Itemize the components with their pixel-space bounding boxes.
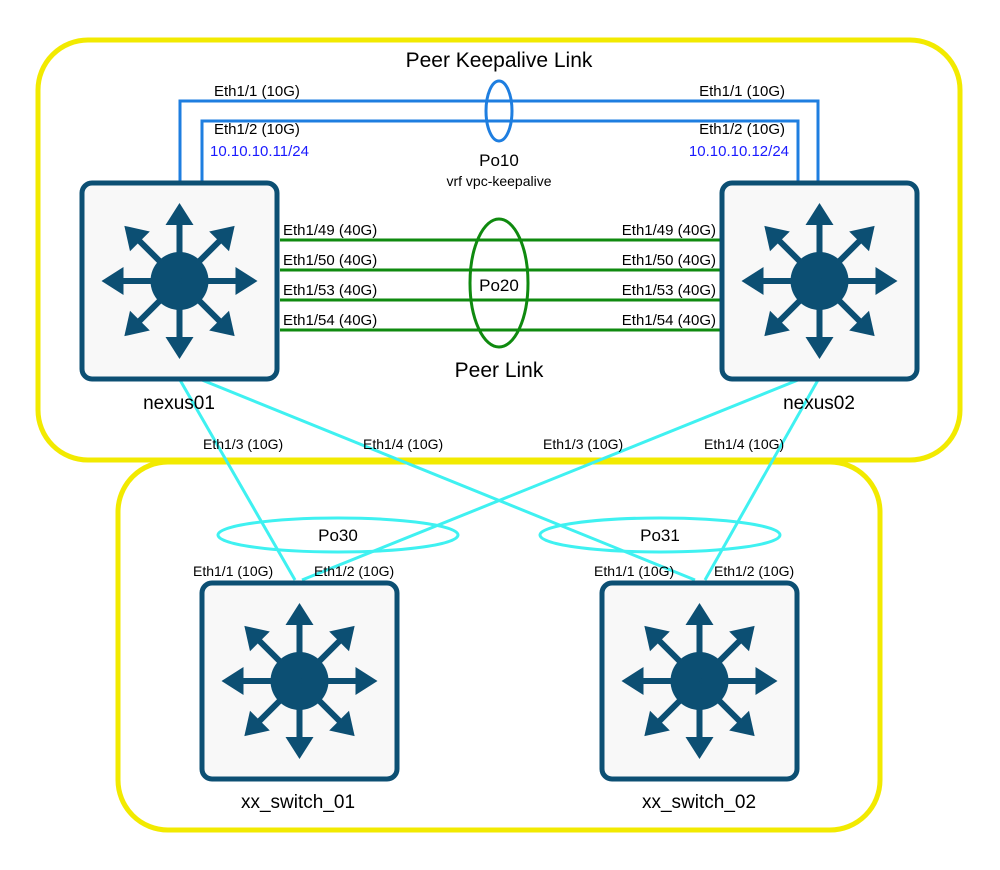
peer-right-port-3: Eth1/53 (40G) (622, 282, 716, 299)
keepalive-right-ip: 10.10.10.12/24 (689, 143, 789, 160)
switch-nexus02[interactable] (719, 180, 920, 382)
access-zone (115, 459, 883, 833)
nexus01-name: nexus01 (143, 393, 215, 414)
keepalive-right-port1: Eth1/1 (10G) (699, 83, 785, 100)
peer-left-port-3: Eth1/53 (40G) (283, 282, 377, 299)
keepalive-left-ip: 10.10.10.11/24 (210, 143, 309, 160)
po20-label: Po20 (479, 276, 519, 295)
switch-icon (102, 203, 258, 359)
switch-xx-switch-01[interactable] (199, 580, 400, 782)
po31-label: Po31 (640, 526, 680, 545)
a1-eth2-label: Eth1/2 (10G) (314, 563, 394, 579)
downlink-n1-a2 (201, 378, 696, 582)
po31-ellipse (538, 516, 782, 554)
n1-eth3-label: Eth1/3 (10G) (203, 436, 283, 452)
po20-ellipse (468, 217, 530, 349)
downlink-n2-a2 (703, 379, 820, 581)
switch-icon (742, 203, 898, 359)
peer-left-port-1: Eth1/49 (40G) (283, 222, 377, 239)
po30-label: Po30 (318, 526, 358, 545)
switch-icon (222, 603, 378, 759)
downlink-n1-a1 (178, 379, 297, 581)
peer-right-port-1: Eth1/49 (40G) (622, 222, 716, 239)
n1-eth4-label: Eth1/4 (10G) (363, 436, 443, 452)
keepalive-left-port2: Eth1/2 (10G) (214, 121, 300, 138)
po10-label: Po10 (479, 151, 519, 170)
nexus02-name: nexus02 (783, 393, 855, 414)
a2-eth1-label: Eth1/1 (10G) (594, 563, 674, 579)
switch-nexus01[interactable] (79, 180, 280, 382)
keepalive-title: Peer Keepalive Link (406, 49, 593, 72)
n2-eth4-label: Eth1/4 (10G) (704, 436, 784, 452)
downlink-n2-a1 (301, 378, 799, 582)
switch-icon (622, 603, 778, 759)
peer-link-title: Peer Link (455, 359, 544, 382)
peer-left-port-2: Eth1/50 (40G) (283, 252, 377, 269)
n2-eth3-label: Eth1/3 (10G) (543, 436, 623, 452)
vrf-label: vrf vpc-keepalive (446, 173, 551, 189)
a2-eth2-label: Eth1/2 (10G) (714, 563, 794, 579)
switch-xx-switch-02[interactable] (599, 580, 800, 782)
po30-ellipse (216, 516, 460, 554)
peer-right-port-2: Eth1/50 (40G) (622, 252, 716, 269)
keepalive-link-1 (178, 99, 820, 185)
po10-ellipse (484, 79, 514, 143)
xx-switch-02-name: xx_switch_02 (642, 792, 756, 813)
keepalive-left-port1: Eth1/1 (10G) (214, 83, 300, 100)
xx-switch-01-name: xx_switch_01 (241, 792, 355, 813)
peer-right-port-4: Eth1/54 (40G) (622, 312, 716, 329)
keepalive-link-2 (200, 119, 800, 185)
keepalive-right-port2: Eth1/2 (10G) (699, 121, 785, 138)
peer-left-port-4: Eth1/54 (40G) (283, 312, 377, 329)
a1-eth1-label: Eth1/1 (10G) (193, 563, 273, 579)
